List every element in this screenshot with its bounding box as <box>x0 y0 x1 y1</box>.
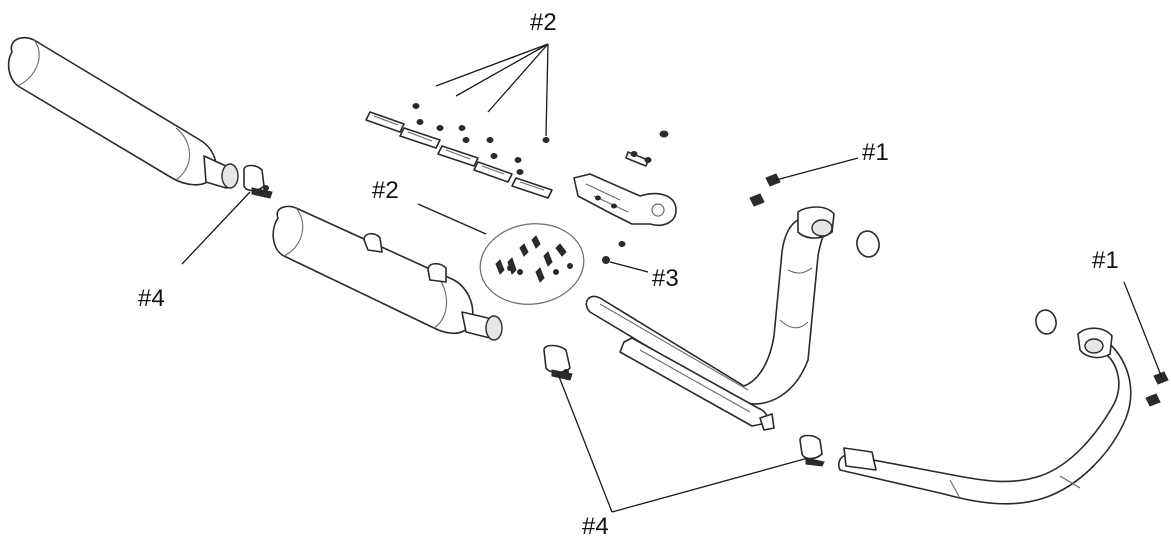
leader-lines <box>181 43 1163 513</box>
gasket-rear <box>1035 309 1057 335</box>
gasket-front <box>856 230 880 258</box>
callout-part-2-mid: #2 <box>372 177 399 204</box>
callout-part-4-left: #4 <box>138 285 165 312</box>
hardware-kit-oval <box>479 223 585 305</box>
rear-collector-pipe <box>619 337 775 431</box>
front-head-pipe <box>585 206 835 405</box>
upper-muffler <box>7 36 239 189</box>
front-pipe-clamp <box>543 344 573 381</box>
washer-small <box>618 241 626 247</box>
heat-shield-set <box>365 103 553 199</box>
callout-part-1-right: #1 <box>1092 247 1119 274</box>
lower-muffler <box>272 205 503 341</box>
callout-part-4-bottom: #4 <box>582 513 609 540</box>
nut-part-3 <box>602 256 610 264</box>
upper-muffler-clamp <box>243 164 273 199</box>
callout-part-2-top: #2 <box>530 9 557 36</box>
rear-head-pipe <box>837 327 1132 505</box>
callout-part-1-top: #1 <box>862 139 889 166</box>
exhaust-bracket <box>573 130 677 226</box>
callout-part-3: #3 <box>652 265 679 292</box>
rear-pipe-clamp <box>799 434 825 467</box>
flange-nuts-rear <box>1145 371 1169 407</box>
flange-nuts-front <box>749 173 781 207</box>
